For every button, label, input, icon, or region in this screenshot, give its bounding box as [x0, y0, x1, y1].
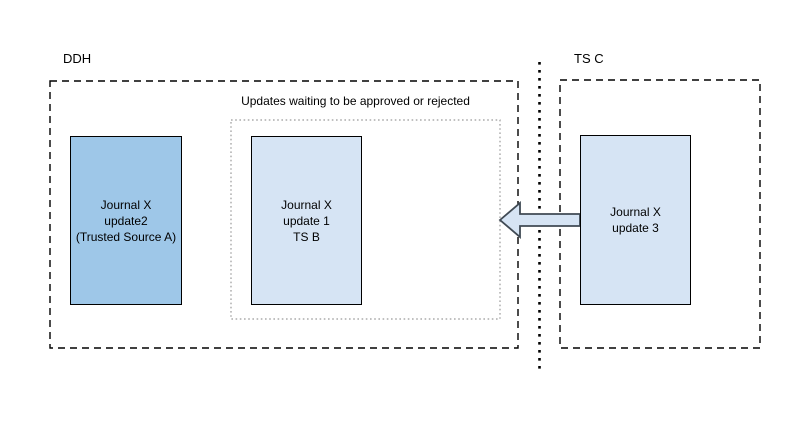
- box-line: Journal X: [610, 205, 661, 219]
- box-line: Journal X: [100, 197, 152, 212]
- box-line: update2: [104, 213, 148, 228]
- tsc-region-border: [559, 79, 761, 349]
- current-record-box: Journal X update2 (Trusted Source A): [70, 136, 182, 305]
- box-line: (Trusted Source A): [75, 229, 177, 244]
- pending-update-box: Journal X update 1 TS B: [251, 136, 362, 305]
- pending-area-border: [230, 119, 501, 320]
- box-line: TS B: [293, 229, 320, 244]
- ddh-region-label: DDH: [63, 51, 92, 66]
- pending-area-caption: Updates waiting to be approved or reject…: [241, 94, 470, 108]
- box-line: update 3: [612, 221, 659, 235]
- tsc-region-label: TS C: [574, 51, 604, 66]
- box-line: Journal X: [281, 197, 332, 212]
- incoming-update-box: Journal X update 3: [580, 135, 691, 305]
- box-line: update 1: [283, 213, 330, 228]
